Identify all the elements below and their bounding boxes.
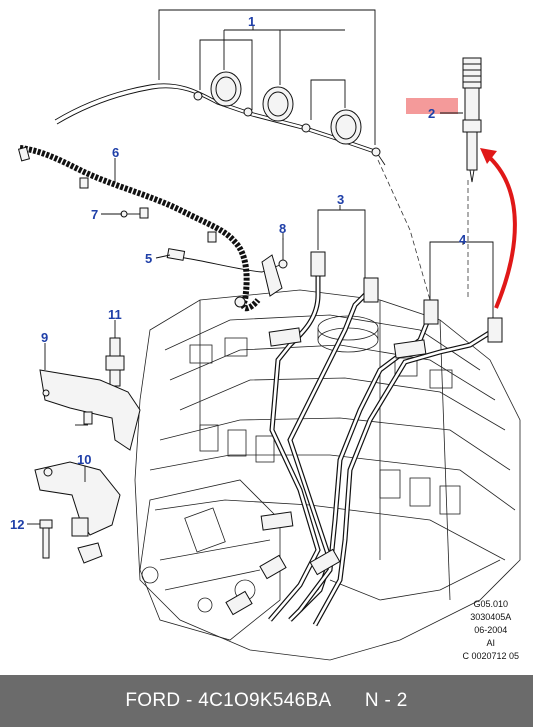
return-line-assembly bbox=[54, 9, 386, 166]
callout-2: 2 bbox=[428, 106, 435, 121]
sensor-part bbox=[261, 238, 288, 297]
engine-block-illustration bbox=[134, 289, 521, 661]
callout-9: 9 bbox=[41, 330, 48, 345]
fuel-injector bbox=[406, 57, 482, 183]
footer-position: N - 2 bbox=[364, 690, 408, 711]
callout-labels: 1 2 3 4 5 6 7 8 9 10 11 12 bbox=[10, 14, 467, 532]
highlight-box bbox=[406, 98, 458, 114]
mounting-stud bbox=[105, 337, 125, 387]
drawing-copyright: C 0020712 05 bbox=[462, 651, 519, 661]
footer-part-number: 4C1O9K546BA bbox=[198, 690, 332, 711]
small-bolt bbox=[120, 210, 140, 218]
fuel-injection-pipes bbox=[225, 209, 503, 627]
callout-3: 3 bbox=[337, 192, 344, 207]
callout-12: 12 bbox=[10, 517, 24, 532]
installation-arrow bbox=[480, 148, 517, 309]
callout-11: 11 bbox=[108, 307, 122, 322]
callout-5: 5 bbox=[145, 251, 152, 266]
exploded-parts-diagram: 1 2 3 4 5 6 7 8 9 10 11 12 bbox=[10, 9, 521, 661]
guide-lines bbox=[377, 159, 469, 301]
drawing-code: G05.010 bbox=[473, 599, 508, 609]
wiring-harness bbox=[17, 145, 261, 312]
drawing-tag: AI bbox=[486, 638, 495, 648]
callout-10: 10 bbox=[77, 452, 91, 467]
footer-brand: FORD bbox=[125, 690, 181, 711]
support-bracket bbox=[39, 369, 141, 451]
callout-1: 1 bbox=[248, 14, 255, 29]
footer-bar: FORD - 4C1O9K546BA N - 2 bbox=[0, 675, 533, 727]
bracket-bolt bbox=[39, 519, 53, 559]
callout-4: 4 bbox=[459, 232, 467, 247]
callout-8: 8 bbox=[279, 221, 286, 236]
sensor-lead bbox=[166, 248, 281, 273]
drawing-reference-block: G05.010 3030405A 06-2004 AI C 0020712 05 bbox=[462, 598, 519, 663]
drawing-number: 3030405A bbox=[470, 612, 512, 622]
drawing-date: 06-2004 bbox=[474, 625, 508, 635]
callout-leaders bbox=[27, 158, 464, 525]
callout-7: 7 bbox=[91, 207, 98, 222]
callout-6: 6 bbox=[112, 145, 119, 160]
